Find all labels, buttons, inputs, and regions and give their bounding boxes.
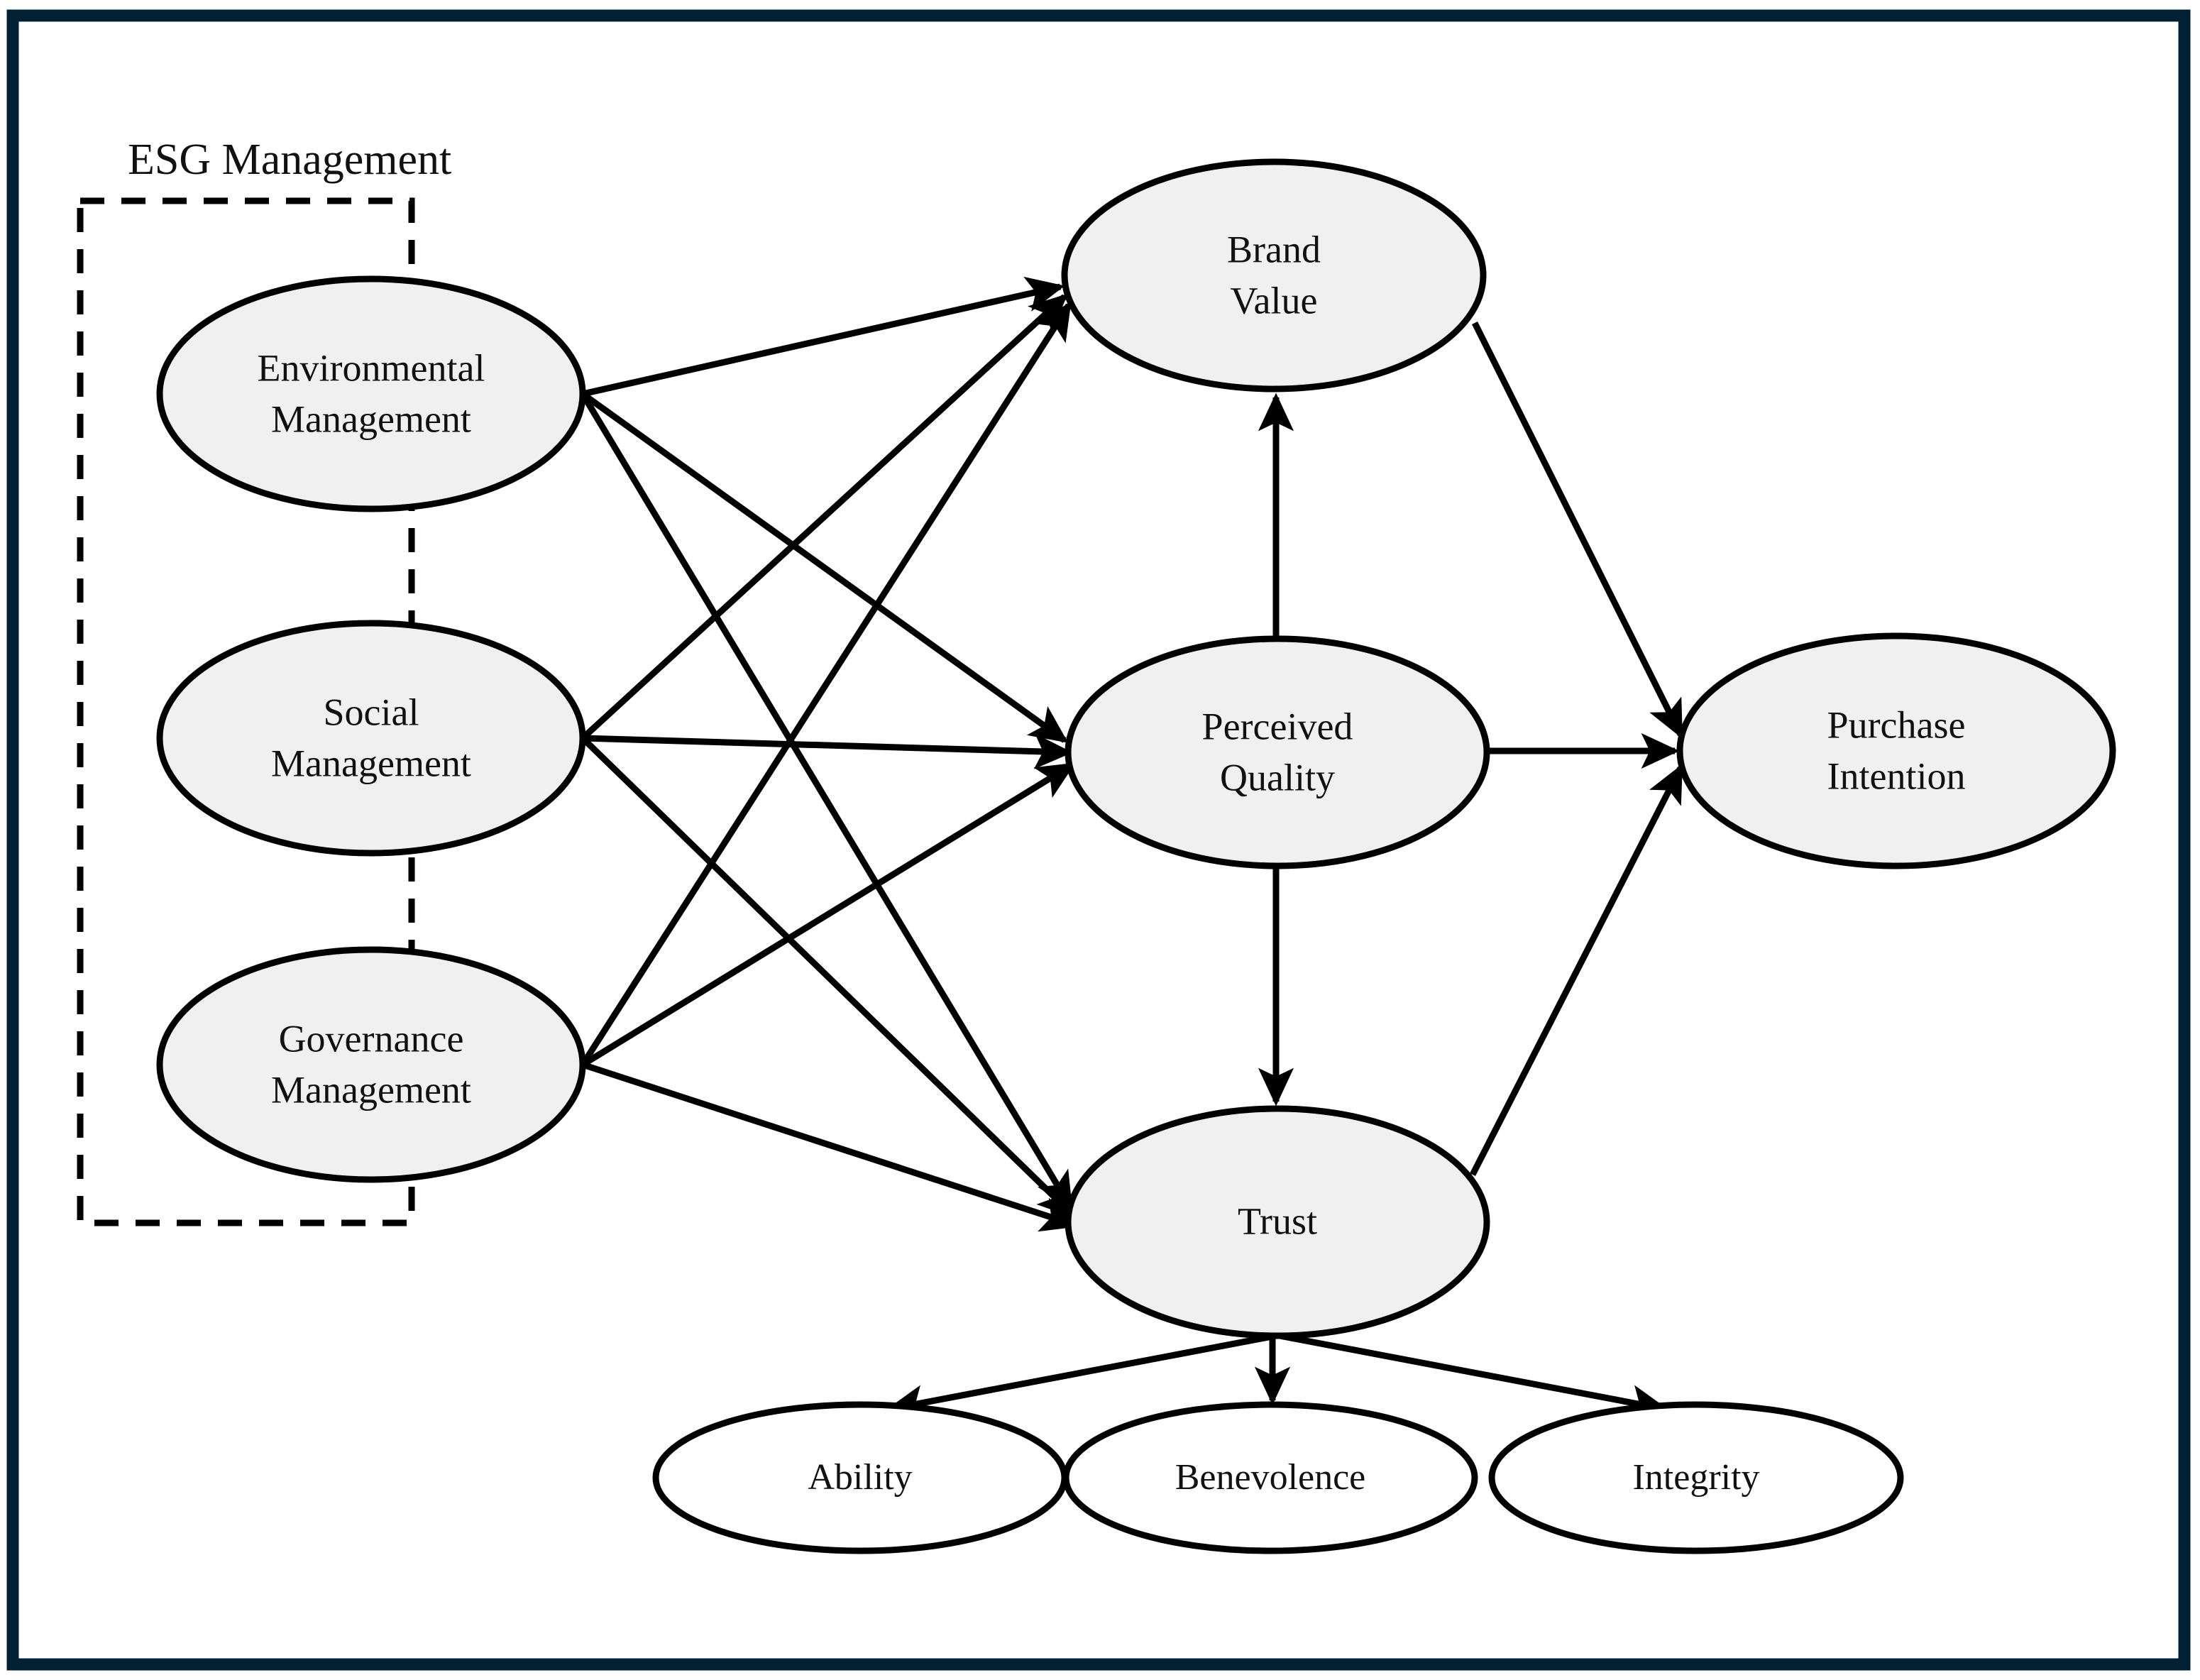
- edge-environmental-to-trust: [580, 392, 1073, 1211]
- ability-label: Ability: [808, 1457, 912, 1498]
- purchase-intention-label-line2: Intention: [1827, 754, 1966, 797]
- node-governance-management[interactable]: Governance Management: [156, 946, 586, 1183]
- node-purchase-intention[interactable]: Purchase Intention: [1676, 632, 2116, 869]
- brand-value-ellipse[interactable]: [1061, 158, 1487, 392]
- trust-label: Trust: [1238, 1199, 1317, 1242]
- brand-value-label-line2: Value: [1231, 279, 1318, 322]
- node-environmental-management[interactable]: Environmental Management: [156, 275, 586, 512]
- benevolence-label: Benevolence: [1175, 1457, 1366, 1498]
- edge-trust-to-integrity: [1279, 1332, 1669, 1420]
- edge-trust-to-ability: [886, 1332, 1277, 1420]
- edge-social-to-perceived-quality: [582, 733, 1073, 769]
- brand-value-label-line1: Brand: [1227, 228, 1321, 270]
- perceived-quality-label-line1: Perceived: [1202, 705, 1353, 747]
- node-benevolence[interactable]: Benevolence: [1062, 1401, 1478, 1554]
- node-integrity[interactable]: Integrity: [1488, 1401, 1904, 1554]
- perceived-quality-label-line2: Quality: [1220, 756, 1335, 798]
- governance-management-label-line2: Management: [271, 1068, 471, 1111]
- edge-environmental-to-perceived-quality: [581, 391, 1069, 743]
- edge-governance-to-brand-value: [580, 301, 1072, 1067]
- governance-management-ellipse[interactable]: [156, 946, 586, 1183]
- node-trust[interactable]: Trust: [1065, 1105, 1490, 1339]
- edge-governance-to-perceived-quality: [581, 762, 1076, 1067]
- environmental-management-label-line1: Environmental: [258, 346, 485, 389]
- perceived-quality-ellipse[interactable]: [1065, 635, 1490, 869]
- integrity-label: Integrity: [1632, 1457, 1759, 1498]
- node-social-management[interactable]: Social Management: [156, 620, 586, 857]
- figure-outer-frame: [6, 9, 2191, 1671]
- social-management-ellipse[interactable]: [156, 620, 586, 857]
- governance-management-label-line1: Governance: [279, 1017, 464, 1060]
- edge-brand-value-to-purchase-intention: [1471, 321, 1684, 739]
- node-perceived-quality[interactable]: Perceived Quality: [1065, 635, 1490, 869]
- purchase-intention-ellipse[interactable]: [1676, 632, 2116, 869]
- social-management-label-line1: Social: [324, 691, 419, 733]
- environmental-management-label-line2: Management: [271, 397, 471, 440]
- edge-environmental-to-brand-value: [582, 276, 1065, 397]
- edge-trust-to-purchase-intention: [1469, 764, 1684, 1177]
- social-management-label-line2: Management: [271, 742, 471, 784]
- edge-social-to-trust: [580, 735, 1077, 1219]
- node-brand-value[interactable]: Brand Value: [1061, 158, 1487, 392]
- esg-management-group-label: ESG Management: [128, 136, 451, 184]
- benevolence-ellipse[interactable]: [1062, 1401, 1478, 1554]
- node-ability[interactable]: Ability: [652, 1401, 1068, 1554]
- integrity-ellipse[interactable]: [1488, 1401, 1904, 1554]
- environmental-management-ellipse[interactable]: [156, 275, 586, 512]
- edge-governance-to-trust: [581, 1061, 1080, 1232]
- edge-social-to-brand-value: [580, 293, 1068, 741]
- trust-ellipse[interactable]: [1065, 1105, 1490, 1339]
- purchase-intention-label-line1: Purchase: [1827, 703, 1966, 746]
